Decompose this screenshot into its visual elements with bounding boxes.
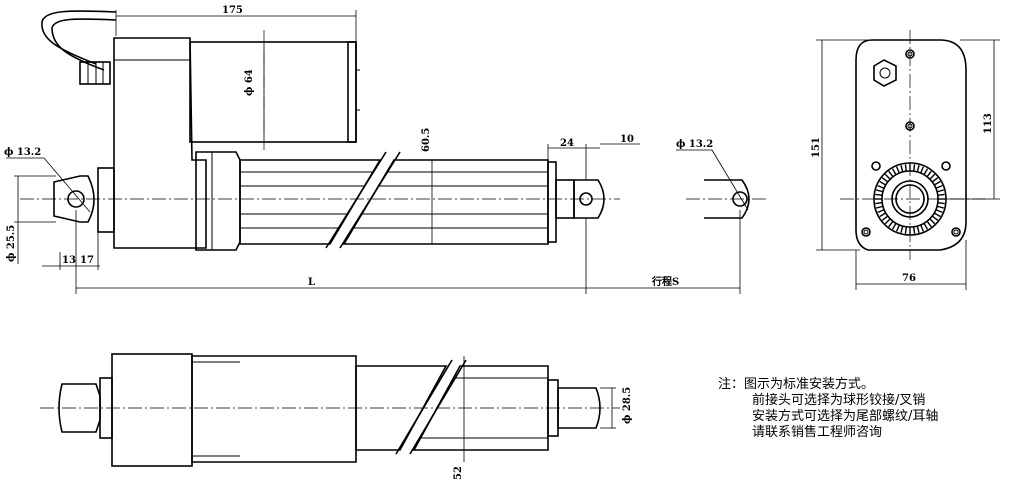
- note-line: 请联系销售工程师咨询: [752, 425, 883, 440]
- break-line: [325, 151, 387, 249]
- dim-rod-diameter: ϕ 28.5: [622, 387, 633, 424]
- dim-front-hole: ϕ 13.2: [676, 139, 713, 150]
- front-view: [20, 10, 620, 251]
- note-block: 注：图示为标准安装方式。 前接头可选择为球形铰接/叉销 安装方式可选择为尾部螺纹…: [718, 377, 938, 441]
- collar: [195, 151, 241, 251]
- outer-tube-right: [342, 159, 549, 245]
- note-title: 注：图示为标准安装方式。: [718, 377, 875, 392]
- cable-gland: [79, 61, 111, 85]
- rod-bottom: [557, 387, 601, 429]
- dim-clevis-length: 24: [560, 138, 574, 149]
- dim-rear-hole: ϕ 13.2: [4, 147, 41, 158]
- motor-body: [189, 41, 357, 143]
- dim-76: 76: [902, 273, 916, 284]
- hex-gland: [873, 59, 897, 87]
- end-view: [840, 30, 990, 260]
- end-housing: [855, 39, 967, 251]
- dim-175: 175: [222, 5, 243, 16]
- dim-52: 52: [453, 466, 464, 480]
- dim-motor-diameter: ϕ 64: [244, 69, 255, 96]
- dim-rear-clevis-height: ϕ 25.5: [6, 225, 17, 262]
- outer-tube-left: [239, 159, 382, 245]
- end-cap: [547, 161, 557, 243]
- dim-clevis-tip: 10: [620, 134, 634, 145]
- note-line: 安装方式可选择为尾部螺纹/耳轴: [752, 409, 939, 424]
- dim-tube-height: 60.5: [421, 128, 432, 152]
- dim-stroke: 行程S: [651, 275, 679, 288]
- front-clevis-detail: [676, 149, 766, 219]
- front-clevis: [573, 179, 605, 219]
- dim-113: 113: [983, 113, 994, 134]
- dim-offset-17: 17: [80, 255, 94, 266]
- body-bottom: [191, 355, 357, 463]
- front-dimensions: [6, 10, 741, 294]
- dim-L: L: [308, 277, 315, 288]
- end-dimensions: [816, 39, 1000, 290]
- gearbox-housing: [113, 37, 207, 249]
- power-cable: [41, 10, 117, 65]
- housing-bottom: [111, 353, 193, 467]
- dim-offset-13: 13: [62, 255, 76, 266]
- bottom-view: [40, 353, 620, 467]
- rear-clevis: [53, 175, 95, 223]
- note-line: 前接头可选择为球形铰接/叉销: [752, 393, 926, 408]
- dim-151: 151: [811, 137, 822, 158]
- bearing-teeth: [875, 164, 945, 234]
